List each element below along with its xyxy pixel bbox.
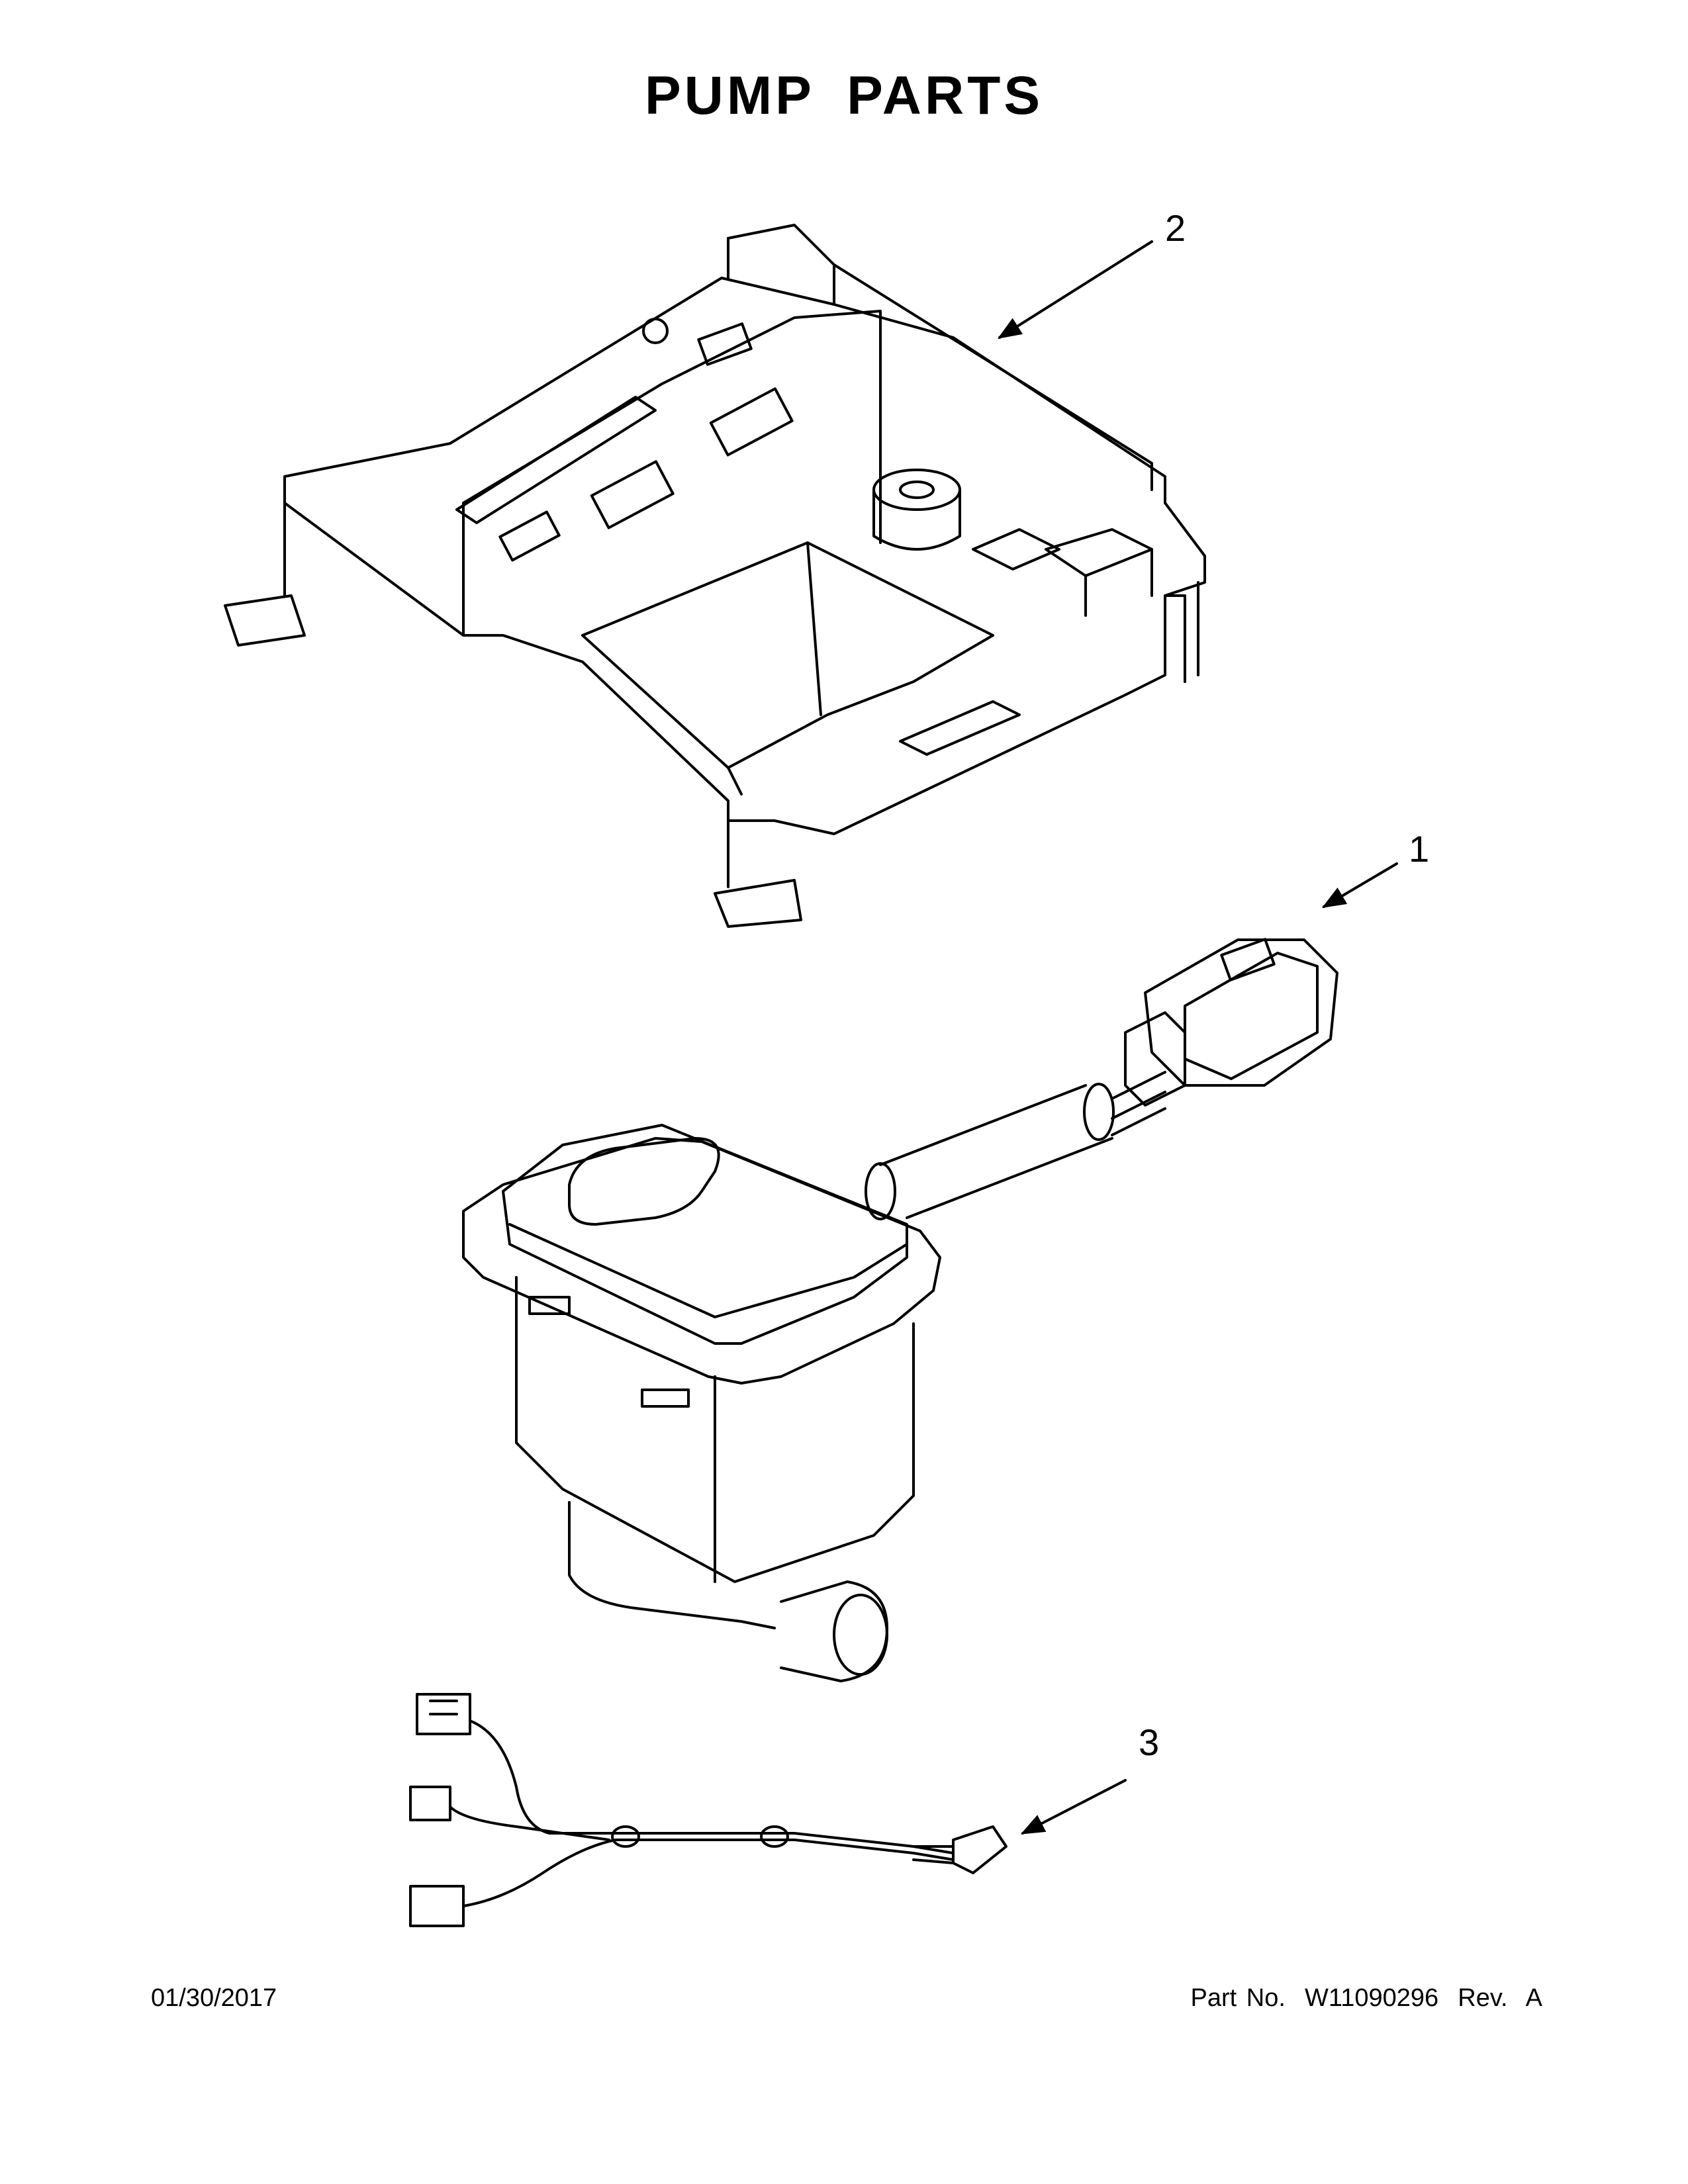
callout-3: 3 xyxy=(1139,1721,1160,1763)
page-title: PUMP PARTS xyxy=(644,66,1044,126)
callout-2: 2 xyxy=(1165,207,1186,249)
revision-value: A xyxy=(1525,1984,1542,2012)
revision-label: Rev. xyxy=(1458,1984,1508,2012)
wire-harness-drawing xyxy=(409,1693,1008,1927)
footer-part-number: Part No. W11090296 Rev. A xyxy=(1191,1984,1542,2013)
pump-housing-tray-drawing xyxy=(224,224,1206,928)
part-number-label: Part No. xyxy=(1190,1984,1286,2012)
leader-line-3 xyxy=(1020,1779,1127,1835)
pump-drawing xyxy=(462,938,1338,1682)
footer-date: 01/30/2017 xyxy=(151,1984,277,2012)
callout-1: 1 xyxy=(1409,828,1430,870)
leader-line-2 xyxy=(997,240,1153,339)
leader-line-1 xyxy=(1321,862,1398,908)
part-number-value: W11090296 xyxy=(1305,1984,1439,2012)
